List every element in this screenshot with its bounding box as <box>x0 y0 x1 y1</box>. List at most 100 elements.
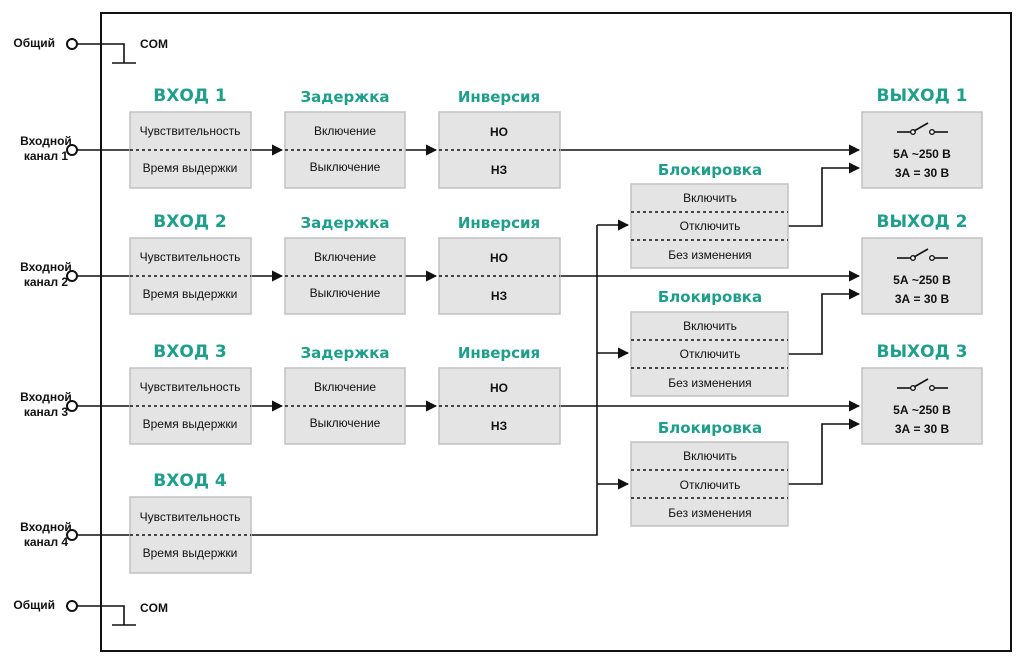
inversion-2-nc: НЗ <box>491 289 507 303</box>
device-frame <box>100 12 1012 652</box>
delay-1-on: Включение <box>314 124 376 138</box>
output-3-dc-rating: 3А = 30 В <box>895 422 950 436</box>
com-label-top: COM <box>140 37 168 51</box>
output-2-ac-rating: 5А ~250 В <box>893 273 951 287</box>
relay-switch-icon <box>897 248 948 261</box>
lock-block-1: Блокировка Включить Отключить Без измене… <box>630 161 789 269</box>
inversion-2-no: НО <box>490 251 508 265</box>
delay-2-heading: Задержка <box>300 214 389 232</box>
input-channel-3-label-line2: канал 3 <box>24 405 69 419</box>
output-block-3: ВЫХОД 3 5А ~250 В 3А = 30 В <box>861 342 983 445</box>
input-4-sensitivity: Чувствительность <box>140 510 241 524</box>
inversion-1-no: НО <box>490 125 508 139</box>
delay-2-on: Включение <box>314 250 376 264</box>
delay-3-off: Выключение <box>310 416 381 430</box>
output-1-ac-rating: 5А ~250 В <box>893 147 951 161</box>
terminal-common-bottom <box>66 600 78 612</box>
inversion-1-heading: Инверсия <box>458 88 540 106</box>
terminal-common-top <box>66 38 78 50</box>
delay-1-heading: Задержка <box>300 88 389 106</box>
lock-3-box <box>630 441 789 527</box>
delay-3-heading: Задержка <box>300 344 389 362</box>
delay-block-1: Задержка Включение Выключение <box>284 88 406 189</box>
lock-1-heading: Блокировка <box>658 161 762 179</box>
lock-1-disable: Отключить <box>680 219 741 233</box>
lock-2-disable: Отключить <box>680 347 741 361</box>
input-2-heading: ВХОД 2 <box>153 212 226 232</box>
output-3-box <box>861 367 983 445</box>
relay-switch-icon <box>897 378 948 391</box>
wire-block-1-to-output-1 <box>788 162 861 227</box>
input-3-heading: ВХОД 3 <box>153 342 226 362</box>
com-wire-bottom <box>77 605 125 625</box>
input-3-hold-time: Время выдержки <box>143 417 238 431</box>
inversion-3-heading: Инверсия <box>458 344 540 362</box>
input-2-hold-time: Время выдержки <box>143 287 238 301</box>
lock-3-disable: Отключить <box>680 478 741 492</box>
delay-2-off: Выключение <box>310 286 381 300</box>
output-3-ac-rating: 5А ~250 В <box>893 403 951 417</box>
inversion-1-nc: НЗ <box>491 163 507 177</box>
delay-block-3: Задержка Включение Выключение <box>284 344 406 445</box>
output-3-heading: ВЫХОД 3 <box>876 342 967 362</box>
input-channel-1-label-line1: Входной <box>20 134 72 148</box>
input-1-sensitivity: Чувствительность <box>140 124 241 138</box>
input-2-sensitivity: Чувствительность <box>140 250 241 264</box>
inversion-block-3: Инверсия НО НЗ <box>438 344 561 445</box>
lock-3-no-change: Без изменения <box>668 506 751 520</box>
output-1-heading: ВЫХОД 1 <box>876 86 967 106</box>
output-block-2: ВЫХОД 2 5А ~250 В 3А = 30 В <box>861 212 983 315</box>
delay-3-on: Включение <box>314 380 376 394</box>
delay-block-2: Задержка Включение Выключение <box>284 214 406 315</box>
common-top-label: Общий <box>13 36 55 50</box>
terminal-input-3 <box>66 400 78 412</box>
inversion-block-1: Инверсия НО НЗ <box>438 88 561 189</box>
inversion-2-heading: Инверсия <box>458 214 540 232</box>
lock-3-enable: Включить <box>683 449 737 463</box>
terminal-input-4 <box>66 529 78 541</box>
lock-1-no-change: Без изменения <box>668 248 751 262</box>
output-block-1: ВЫХОД 1 5А ~250 В 3А = 30 В <box>861 86 983 189</box>
com-label-bottom: COM <box>140 601 168 615</box>
terminal-input-1 <box>66 144 78 156</box>
terminal-input-2 <box>66 270 78 282</box>
input-channel-1-label-line2: канал 1 <box>24 149 69 163</box>
output-2-heading: ВЫХОД 2 <box>876 212 967 232</box>
lock-2-enable: Включить <box>683 319 737 333</box>
lock-block-2: Блокировка Включить Отключить Без измене… <box>630 288 789 397</box>
input-channel-3-label-line1: Входной <box>20 390 72 404</box>
input-channel-4-label-line2: канал 4 <box>24 535 69 549</box>
input-block-1: ВХОД 1 Чувствительность Время выдержки <box>129 86 252 189</box>
input-block-3: ВХОД 3 Чувствительность Время выдержки <box>129 342 252 445</box>
relay-switch-icon <box>897 122 948 135</box>
com-wire-top <box>77 43 125 63</box>
inversion-3-nc: НЗ <box>491 419 507 433</box>
input-channel-2-label-line1: Входной <box>20 260 72 274</box>
input-1-hold-time: Время выдержки <box>143 161 238 175</box>
input-4-hold-time: Время выдержки <box>143 546 238 560</box>
input-3-sensitivity: Чувствительность <box>140 380 241 394</box>
lock-2-no-change: Без изменения <box>668 376 751 390</box>
output-1-box <box>861 111 983 189</box>
common-bottom-label: Общий <box>13 598 55 612</box>
input-block-2: ВХОД 2 Чувствительность Время выдержки <box>129 212 252 315</box>
lock-3-heading: Блокировка <box>658 419 762 437</box>
lock-1-enable: Включить <box>683 191 737 205</box>
input-1-heading: ВХОД 1 <box>153 86 226 106</box>
output-2-box <box>861 237 983 315</box>
input-channel-4-label-line1: Входной <box>20 520 72 534</box>
input-4-heading: ВХОД 4 <box>153 471 227 491</box>
wire-block-2-to-output-2 <box>788 288 861 355</box>
delay-1-off: Выключение <box>310 160 381 174</box>
lock-1-box <box>630 183 789 269</box>
output-1-dc-rating: 3А = 30 В <box>895 166 950 180</box>
input-channel-2-label-line2: канал 2 <box>24 275 69 289</box>
output-2-dc-rating: 3А = 30 В <box>895 292 950 306</box>
wire-block-3-to-output-3 <box>788 418 861 485</box>
lock-2-heading: Блокировка <box>658 288 762 306</box>
lock-2-box <box>630 311 789 397</box>
inversion-block-2: Инверсия НО НЗ <box>438 214 561 315</box>
lock-block-3: Блокировка Включить Отключить Без измене… <box>630 419 789 527</box>
inversion-3-no: НО <box>490 381 508 395</box>
